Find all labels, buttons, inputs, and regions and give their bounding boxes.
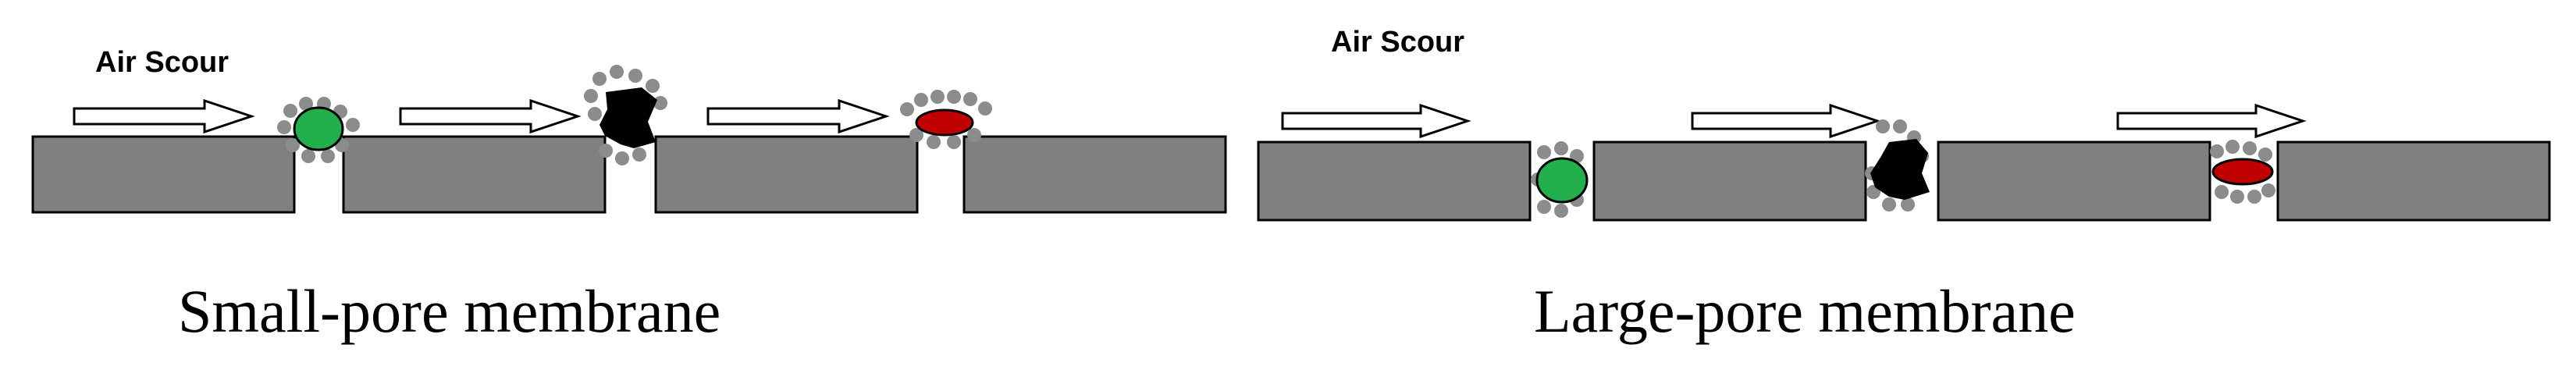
foulant-particle-round (277, 97, 360, 163)
air-scour-label: Air Scour (1331, 26, 1464, 59)
flow-arrow-icon (706, 98, 890, 134)
foulant-particle-elongated (2210, 140, 2275, 204)
panel-caption: Large-pore membrane (1534, 277, 2076, 345)
particle-body (1870, 139, 1930, 200)
panel-small-pore: Air Scour (31, 46, 1227, 345)
particle-body (2211, 158, 2274, 186)
flow-arrow-icon (399, 98, 582, 134)
membrane-segment (1592, 140, 1867, 222)
membrane-segment (1937, 140, 2211, 222)
flow-arrow-icon (1281, 103, 1471, 139)
membrane-segment (31, 135, 296, 214)
foulant-particle-round (1531, 141, 1589, 218)
foulant-particle-elongated (900, 90, 992, 149)
membrane-segment (342, 135, 607, 214)
flow-arrow-icon (2116, 103, 2307, 139)
particle-body (600, 87, 657, 148)
foulant-particle-irregular (1865, 119, 1930, 212)
membrane-segment (654, 135, 919, 214)
foulant-particle-irregular (584, 65, 667, 165)
air-scour-label: Air Scour (95, 46, 229, 79)
membrane-segment (962, 135, 1227, 214)
panel-large-pore: Air Scour (1257, 26, 2551, 345)
flow-arrow-icon (1691, 103, 1881, 139)
panel-caption: Small-pore membrane (178, 277, 720, 345)
particle-body (1535, 157, 1589, 204)
flow-arrow-icon (73, 98, 255, 134)
membrane-segment (2276, 140, 2551, 222)
membrane-segment (1257, 140, 1532, 222)
particle-body (915, 108, 974, 137)
particle-body (293, 106, 344, 151)
